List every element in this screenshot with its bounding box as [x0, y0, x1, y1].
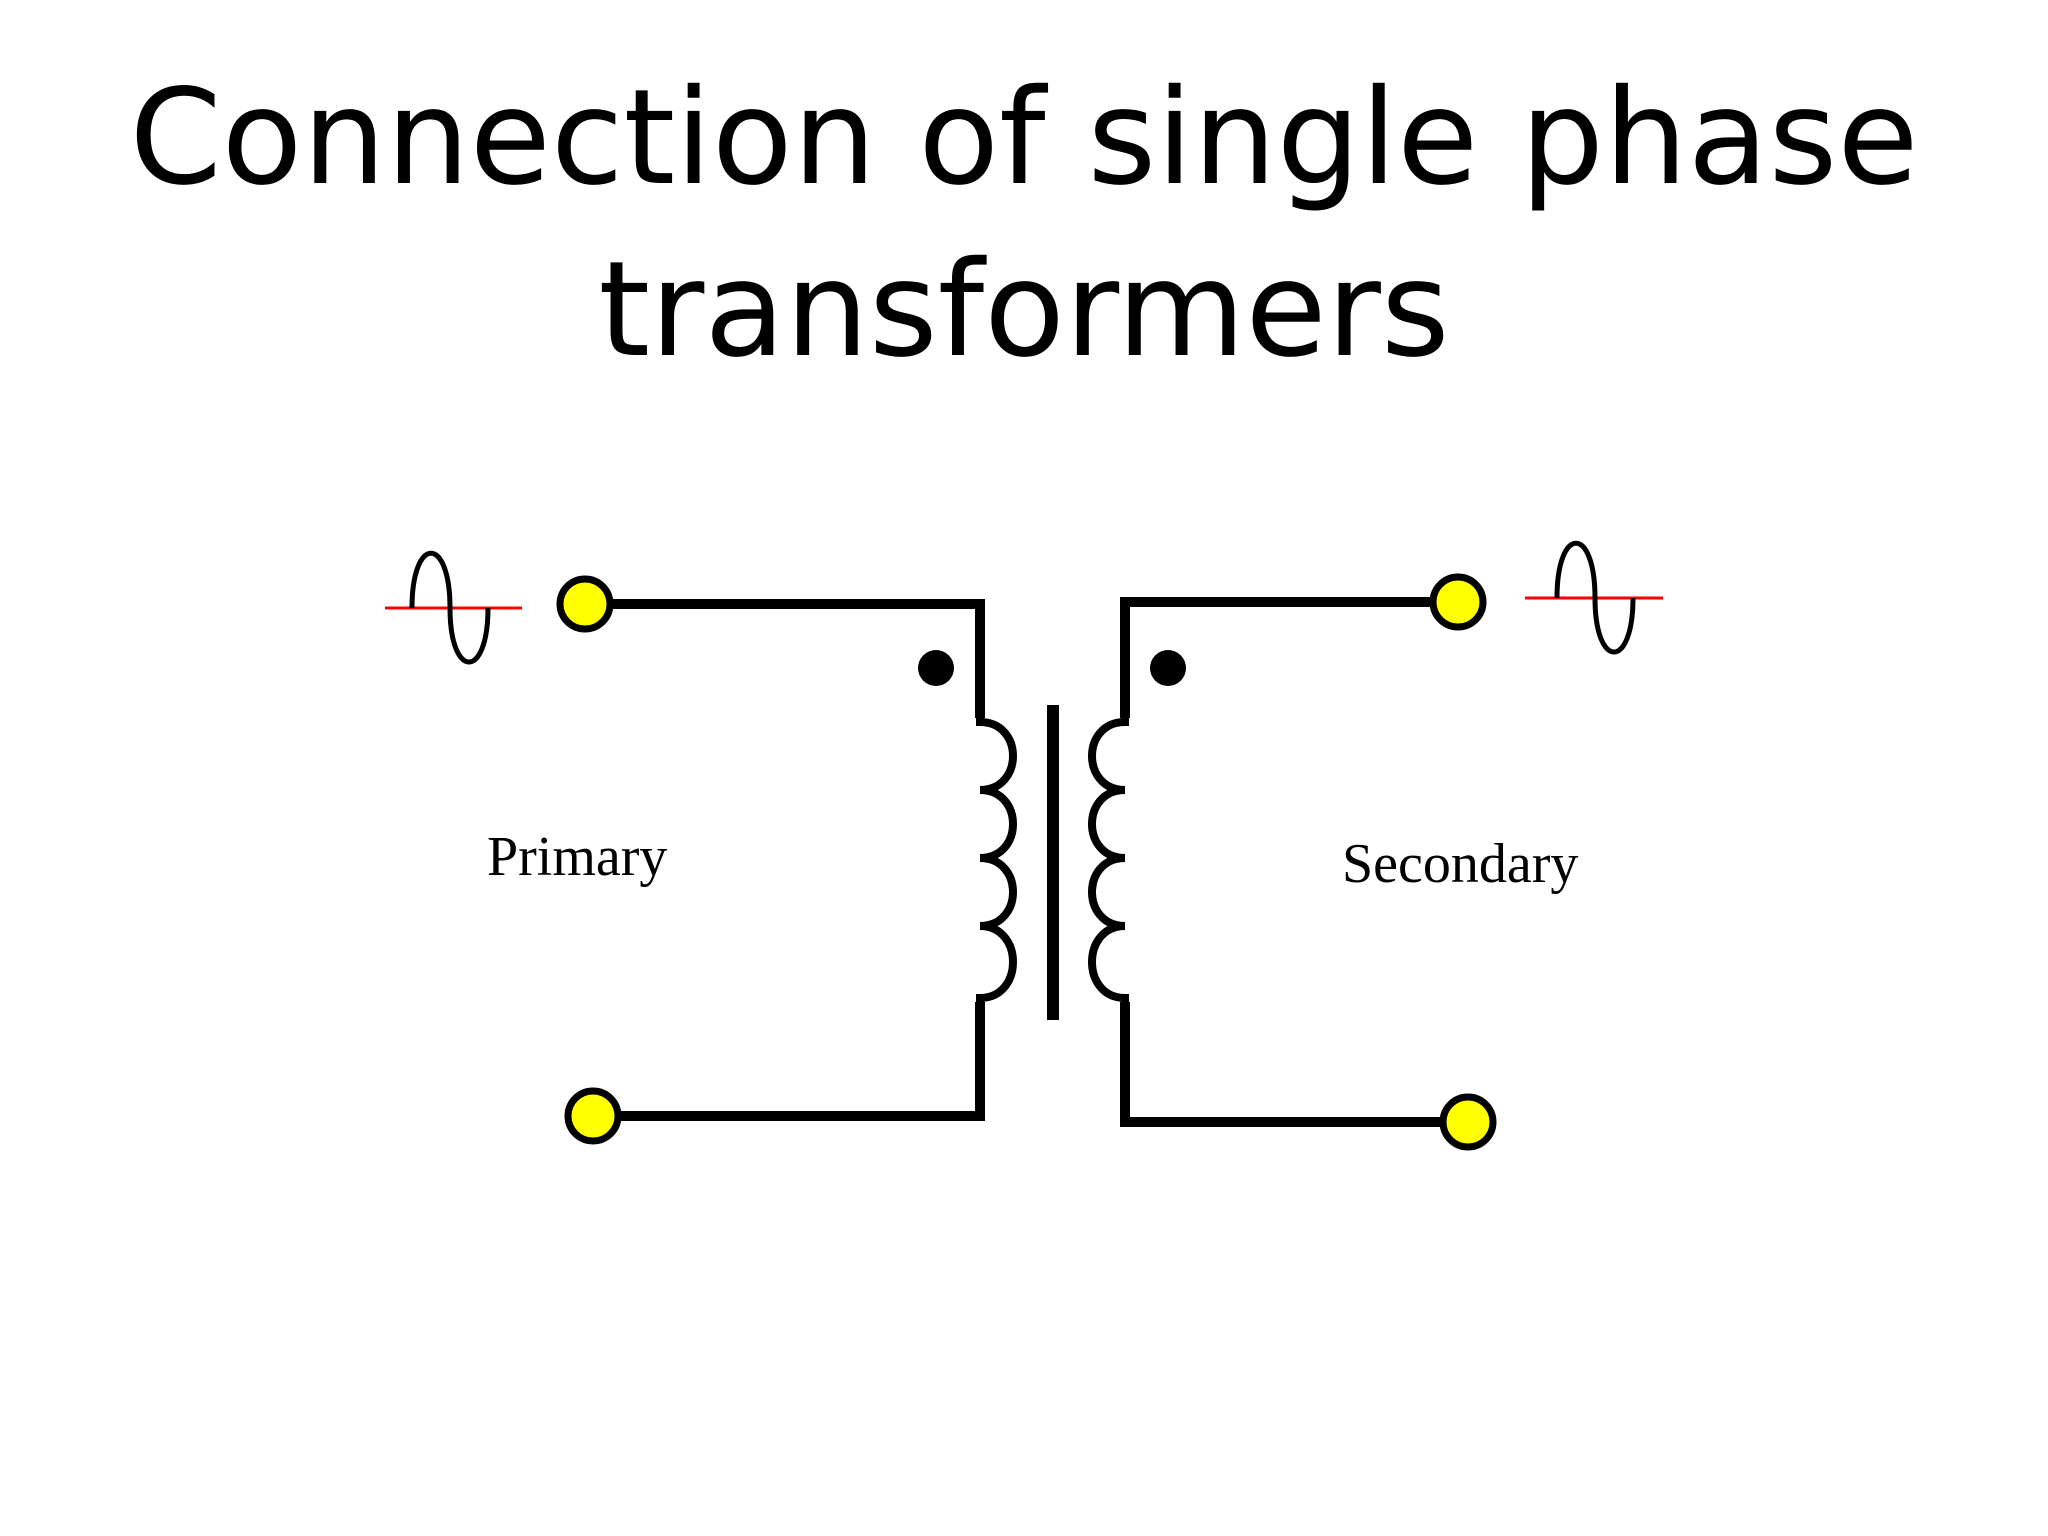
slide-title-line-2: transformers [598, 233, 1450, 387]
secondary-bottom-wire [1120, 1002, 1465, 1127]
primary-source-sine-wave-icon [385, 550, 522, 665]
secondary-output-sine-wave-icon [1525, 540, 1663, 655]
primary-bottom-terminal[interactable] [564, 1087, 622, 1145]
secondary-bottom-terminal[interactable] [1439, 1093, 1497, 1151]
slide-title-line-1: Connection of single phase [129, 61, 1919, 215]
secondary-label: Secondary [1342, 833, 1578, 895]
primary-coil-icon [976, 718, 1017, 1002]
secondary-coil-icon [1088, 718, 1129, 1002]
primary-top-wire [600, 599, 985, 718]
slide-title: Connection of single phase transformers [0, 52, 2048, 396]
primary-top-terminal[interactable] [556, 575, 614, 633]
secondary-sine-curve [1554, 540, 1636, 655]
secondary-top-wire [1120, 597, 1455, 718]
secondary-polarity-dot [1150, 650, 1186, 686]
primary-polarity-dot [918, 650, 954, 686]
secondary-winding-wiring [1120, 597, 1465, 1127]
primary-sine-curve [409, 550, 491, 665]
primary-bottom-wire [610, 1002, 985, 1121]
primary-winding-wiring [600, 599, 985, 1121]
primary-label: Primary [487, 826, 667, 888]
secondary-top-terminal[interactable] [1429, 573, 1487, 631]
